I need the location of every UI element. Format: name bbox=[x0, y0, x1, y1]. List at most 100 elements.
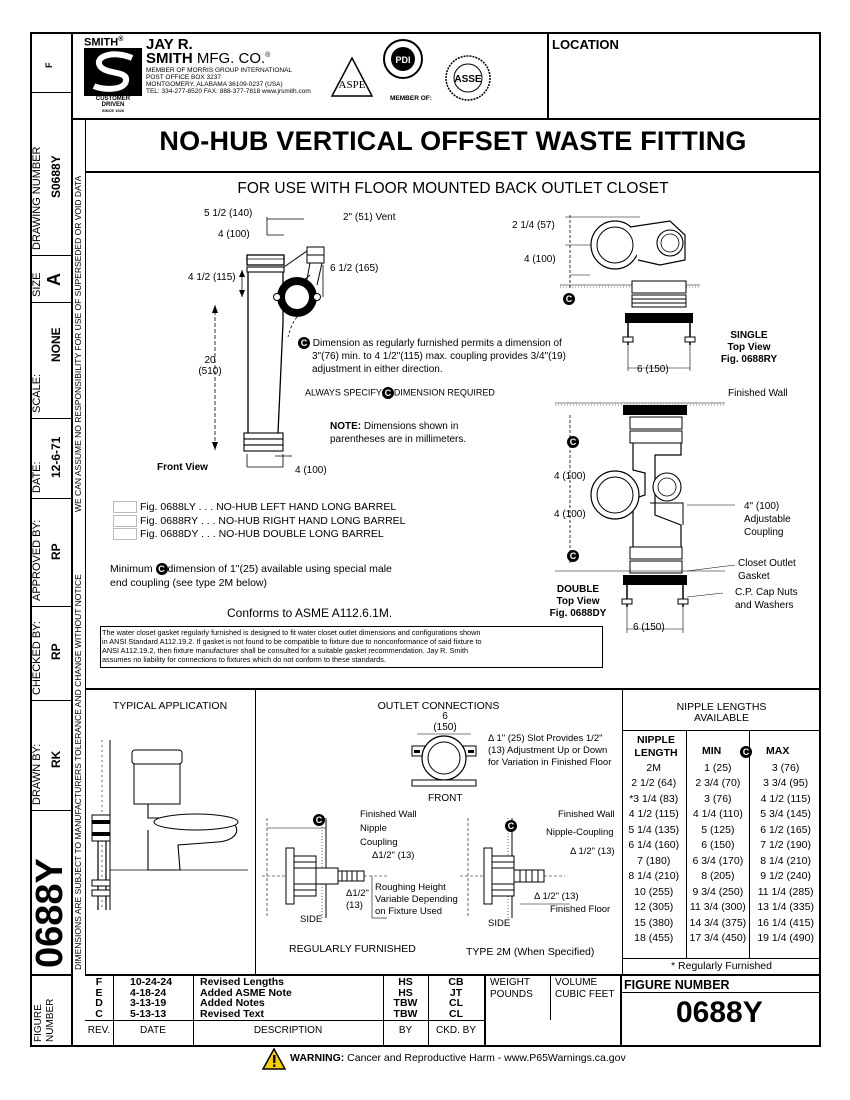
member-of-label: MEMBER OF: bbox=[390, 95, 432, 102]
outlet-front-label: FRONT bbox=[428, 793, 463, 804]
right-nipple-coupling: Nipple-Coupling bbox=[546, 827, 614, 838]
single-dim-6: 6 (150) bbox=[637, 364, 669, 375]
revision-top-line bbox=[85, 974, 821, 976]
single-top-view-drawing bbox=[560, 215, 700, 371]
sidebar-line bbox=[30, 606, 71, 607]
page-title: NO-HUB VERTICAL OFFSET WASTE FITTING bbox=[159, 126, 747, 156]
brand-smith: SMITH® bbox=[84, 36, 124, 49]
drawing-number: S0688Y bbox=[49, 155, 63, 198]
figure-number-label: FIGURE bbox=[33, 1004, 44, 1042]
warning-icon bbox=[262, 1048, 286, 1070]
table-cell: 11 1/4 (285) bbox=[757, 885, 814, 898]
table-cell: 6 1/2 (165) bbox=[760, 823, 812, 836]
right-finished-wall: Finished Wall bbox=[558, 809, 615, 820]
dim-4-1-2: 4 1/2 (115) bbox=[188, 272, 236, 283]
sidebar-divider bbox=[71, 32, 73, 1047]
gasket-note: The water closet gasket regularly furnis… bbox=[102, 628, 482, 664]
table-cell: *3 1/4 (83) bbox=[629, 792, 679, 805]
svg-text:ASPE: ASPE bbox=[339, 79, 366, 91]
aspe-logo-icon: ASPE bbox=[330, 56, 374, 97]
sidebar-f: F bbox=[44, 62, 54, 69]
dimensions-note: DIMENSIONS ARE SUBJECT TO MANUFACTURERS … bbox=[73, 574, 83, 970]
size-value: A bbox=[44, 273, 64, 286]
double-c-marker-1: C bbox=[567, 433, 579, 451]
c-marker-icon: C bbox=[567, 435, 579, 448]
rev-header-line bbox=[85, 1020, 484, 1021]
svg-text:ASSE: ASSE bbox=[454, 74, 482, 85]
gasket-note-border bbox=[100, 626, 603, 668]
table-cell: 8 1/4 (210) bbox=[760, 854, 812, 867]
c-marker-icon: C bbox=[740, 745, 752, 758]
table-row: *3 1/4 (83)3 (76)4 1/2 (115) bbox=[622, 791, 821, 807]
c-dimension-note: C Dimension as regularly furnished permi… bbox=[298, 337, 566, 376]
single-dim-2-1-4: 2 1/4 (57) bbox=[512, 220, 555, 231]
figure-number-line bbox=[620, 992, 821, 993]
by-header: BY bbox=[398, 1025, 413, 1036]
scale-value: NONE bbox=[49, 327, 63, 362]
c-marker-icon: C bbox=[313, 813, 325, 826]
svg-text:PDI: PDI bbox=[395, 55, 410, 65]
right-side-label: SIDE bbox=[488, 918, 511, 929]
outer-frame bbox=[30, 32, 821, 1047]
regularly-furnished-drawing bbox=[262, 818, 387, 919]
nipple-footnote-line bbox=[622, 958, 821, 959]
table-cell: 9 3/4 (250) bbox=[692, 885, 744, 898]
rev-col-line bbox=[484, 974, 486, 1047]
front-view-label: Front View bbox=[157, 462, 208, 473]
sidebar-line bbox=[30, 498, 71, 499]
min-header: MIN bbox=[702, 745, 722, 757]
location-divider bbox=[547, 32, 549, 118]
table-cell: 10 (255) bbox=[634, 885, 674, 898]
outlet-connections-title: OUTLET CONNECTIONS bbox=[377, 700, 500, 712]
location-label: LOCATION bbox=[552, 37, 619, 52]
sidebar-line bbox=[30, 810, 71, 811]
table-cell: 4 1/2 (115) bbox=[628, 808, 679, 821]
max-header: MAX bbox=[766, 745, 790, 757]
drawing-number-label: DRAWING NUMBER bbox=[31, 146, 43, 250]
figure-number-box-label: FIGURE NUMBER bbox=[624, 978, 730, 992]
table-cell: 9 1/2 (240) bbox=[760, 870, 812, 883]
table-cell: 3 3/4 (95) bbox=[763, 777, 809, 790]
table-row: 2 1/2 (64)2 3/4 (70)3 3/4 (95) bbox=[622, 776, 821, 792]
table-cell: 7 (180) bbox=[637, 854, 671, 867]
table-row: 4 1/2 (115)4 1/4 (110)5 3/4 (145) bbox=[622, 807, 821, 823]
figure-number-box-value: 0688Y bbox=[676, 996, 763, 1029]
slot-note: Δ 1" (25) Slot Provides 1/2"(13) Adjustm… bbox=[488, 733, 612, 768]
typical-application-title: TYPICAL APPLICATION bbox=[112, 700, 228, 712]
table-cell: 11 3/4 (300) bbox=[689, 901, 746, 914]
pdi-logo-icon: PDI bbox=[383, 39, 423, 79]
table-cell: 2 3/4 (70) bbox=[695, 777, 741, 790]
table-cell: 6 3/4 (170) bbox=[692, 854, 744, 867]
outlet-front-drawing bbox=[411, 733, 477, 787]
ckd-header: CKD. BY bbox=[435, 1025, 476, 1036]
sidebar-line bbox=[30, 255, 71, 256]
left-side-label: SIDE bbox=[300, 914, 323, 925]
company-name-line1: JAY R. bbox=[146, 36, 193, 53]
table-cell: 5 1/4 (135) bbox=[628, 823, 680, 836]
right-c-marker: C bbox=[505, 817, 517, 835]
nipple-col-line bbox=[686, 730, 687, 958]
warning-text: WARNING: Cancer and Reproductive Harm - … bbox=[290, 1052, 626, 1064]
drawn-label: DRAWN BY: bbox=[31, 743, 43, 805]
figure-item: Fig. 0688DY . . . NO-HUB DOUBLE LONG BAR… bbox=[113, 528, 406, 542]
typical-app-divider bbox=[255, 688, 256, 974]
rev-col-line bbox=[428, 974, 429, 1047]
table-row: 8 1/4 (210)8 (205)9 1/2 (240) bbox=[622, 869, 821, 885]
company-name-line2: SMITH MFG. CO.® bbox=[146, 50, 271, 67]
table-cell: 8 (205) bbox=[701, 870, 735, 883]
table-cell: 12 (305) bbox=[634, 901, 674, 914]
double-dim-6: 6 (150) bbox=[633, 622, 665, 633]
table-row: 12 (305)11 3/4 (300)13 1/4 (335) bbox=[622, 900, 821, 916]
nipple-col-line bbox=[749, 730, 750, 958]
size-label: SIZE bbox=[31, 272, 43, 297]
